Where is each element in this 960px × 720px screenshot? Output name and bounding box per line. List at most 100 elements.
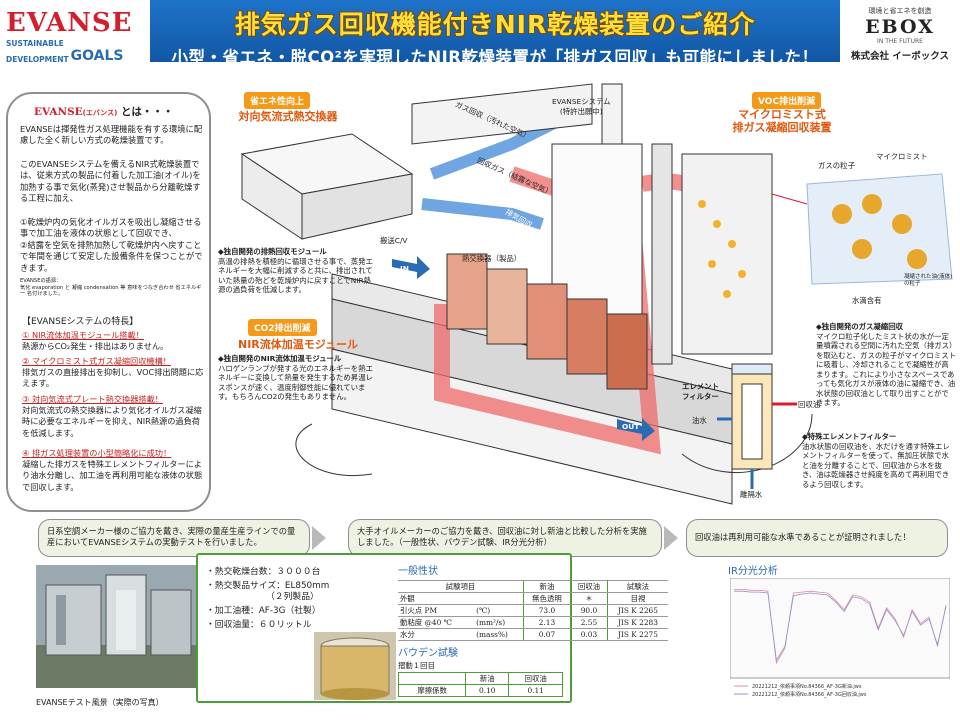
features-title: 【EVANSEシステムの特長】 xyxy=(22,317,139,327)
intro-heading: EVANSE(エバンス) とは・・・ xyxy=(34,104,173,119)
voc-reduction-tag: VOC排出削減 xyxy=(752,92,822,109)
table-cell: (mm²/s) xyxy=(474,616,524,629)
table-header-row: 試験項目 新油 回収油 試験法 xyxy=(398,580,668,593)
table-cell: 水分 xyxy=(398,628,475,641)
evanse-intro-panel: EVANSE(エバンス) とは・・・ EVANSEは揮発性ガス処理機能を有する環… xyxy=(6,92,211,512)
nir-heating-modules xyxy=(446,253,648,390)
gas-condensation-note-title: ◆独自開発のガス凝縮回収 xyxy=(816,322,903,331)
ir-series-layer xyxy=(734,588,947,665)
element-filter-note-body: 油水状態の回収油を、水だけを通す特殊エレメントフィルターを使って、無加圧状態で水… xyxy=(802,441,950,489)
evanse-logo-text: EVANSE xyxy=(6,8,133,38)
intro-body-1: このEVANSEシステムを備えるNIR式乾燥装置では、従来方式の製品に付着した加… xyxy=(20,159,201,204)
process-step-result: 回収油は再利用可能な水準であることが証明されました！ xyxy=(686,519,948,557)
bauden-test-title: バウデン試験 xyxy=(398,648,458,659)
feature-text: 対向気流式の熱交換器により気化オイルガス凝縮時に必要なエネルギーを抑え、NIR熱… xyxy=(22,405,202,438)
element-filter xyxy=(717,373,797,489)
table-header xyxy=(397,672,467,685)
table-header: 試験法 xyxy=(607,580,668,593)
ir-plot-area xyxy=(730,578,950,679)
oil-sample-jar-icon xyxy=(314,632,396,700)
table-cell: JIS K 2283 xyxy=(607,616,668,629)
feature-item: ② マイクロミスト式ガス凝縮回収機構！ 排気ガスの直接排出を抑制し、VOC排出問… xyxy=(22,356,208,390)
intro-text: EVANSEは揮発性ガス処理機能を有する環境に配慮した全く新しい方式の乾燥装置で… xyxy=(20,124,203,146)
feature-text: 熱源からCO₂発生・排出はありません。 xyxy=(22,341,169,352)
evanse-system-diagram: 省エネ性向上 対向気流式熱交換器 EVANSEシステム (特許出願中) ガス回収… xyxy=(212,64,960,520)
heat-exchanger-unit xyxy=(240,133,414,240)
nir-module-note-body: ハロゲンランプが発する光のエネルギーを熱エネルギーに変換して熱量を発生するため昇… xyxy=(218,363,373,402)
table-cell: 引火点 PM xyxy=(398,604,475,617)
feature-title: ③ 対向気流式プレート熱交換器搭載！ xyxy=(22,394,163,404)
table-cell: 0.03 xyxy=(569,628,608,641)
conveyor-label: 搬送C/V xyxy=(380,236,408,245)
table-header: 新油 xyxy=(522,580,571,593)
heat-recovery-note: ◆独自開発の排熱回収モジュール 高温の排熱を積極的に循環させる事で、蒸発エネルギ… xyxy=(218,247,378,295)
table-cell: ＊ xyxy=(569,592,608,605)
table-row: 摩擦係数 0.10 0.11 xyxy=(397,684,563,697)
intro-body-3: ②結露を空気を排熱加熱して乾燥炉内へ戻すことで年間を通じて安定した設備条件を保つ… xyxy=(20,240,203,273)
table-cell: (mass%) xyxy=(474,628,524,641)
intro-heading-kana: (エバンス) xyxy=(82,109,118,117)
element-filter-note: ◆特殊エレメントフィルター 油水状態の回収油を、水だけを通す特殊エレメントフィル… xyxy=(802,432,952,489)
table-cell: JIS K 2275 xyxy=(607,628,668,641)
table-cell: 動粘度 @40 ℃ xyxy=(398,616,475,629)
ir-legend-2: 20221212_依頼事項No.84366_AF-3G回収油.jws xyxy=(752,691,867,698)
table-cell: 摩擦係数 xyxy=(397,684,467,697)
micromist-title: マイクロミスト式 排ガス凝縮回収装置 xyxy=(732,108,832,134)
evanse-system-label: EVANSEシステム (特許出願中) xyxy=(552,97,611,116)
heat-exchanger-title: 対向気流式熱交換器 xyxy=(238,110,338,123)
feature-title: ④ 排ガス処理装置の小型簡略化に成功！ xyxy=(22,448,172,458)
table-header: 回収油 xyxy=(569,580,608,593)
table-row: 外観 無色透明 ＊ 目視 xyxy=(398,592,668,605)
drain-water-label: 離隔水 xyxy=(740,490,763,499)
sdgs-row: DEVELOPMENT GOALS xyxy=(6,48,146,64)
feature-text: 凝縮した排ガスを特殊エレメントフィルターにより油水分離し、加工油を再利用可能な液… xyxy=(22,459,203,492)
table-cell: JIS K 2265 xyxy=(607,604,668,617)
sdgs-line1: SUSTAINABLE xyxy=(6,39,64,48)
table-cell xyxy=(474,592,524,605)
system-illustration xyxy=(240,83,953,505)
feature-item: ① NIR流体加温モジュール搭載！ 熱源からCO₂発生・排出はありません。 xyxy=(22,330,208,352)
table-header: 新油 xyxy=(465,672,510,685)
droplet-label: 水滴含有 xyxy=(852,296,882,305)
condensed-oil-label: 凝縮された油(液体)の粒子 xyxy=(904,274,953,287)
page-subtitle: 小型・省エネ・脱CO²を実現したNIR乾燥装置が「排ガス回収」も可能にしました！ xyxy=(171,48,819,67)
table-cell: 0.07 xyxy=(522,628,571,641)
test-specs: ・熱交乾燥台数：３０００台 ・熱交製品サイズ：EL850mm （２列製品） ・加… xyxy=(206,565,329,632)
ebox-tagline: 環境と省エネを創造 xyxy=(868,7,932,15)
table-row: 動粘度 @40 ℃ (mm²/s) 2.13 2.55 JIS K 2283 xyxy=(398,616,668,629)
ir-spectrum-chart: 20221212_依頼事項No.84366_AF-3G新油.jws 202212… xyxy=(730,578,950,698)
sdgs-goals: GOALS xyxy=(70,48,124,64)
spec-item: （２列製品） xyxy=(266,592,319,602)
conveyor-in-label: IN xyxy=(400,264,409,273)
table-cell: (℃) xyxy=(474,604,524,617)
element-filter-label: エレメント フィルター xyxy=(682,382,719,401)
evanse-system-patent: (特許出願中) xyxy=(559,106,603,116)
ebox-future-text: IN THE FUTURE xyxy=(877,38,923,45)
ebox-logo: 環境と省エネを創造 EBOX IN THE FUTURE 株式会社 イーボックス xyxy=(844,6,956,62)
company-name: 株式会社 イーボックス xyxy=(850,51,950,62)
table-cell: 0.11 xyxy=(508,684,563,697)
table-header-row: 新油 回収油 xyxy=(397,672,563,685)
bauden-test-subtitle: 摺動１回目 xyxy=(398,661,435,670)
heat-exchanger-product-label: 熱交換器（製品） xyxy=(462,254,522,263)
spec-item: ・熱交乾燥台数：３０００台 xyxy=(206,567,321,577)
table-row: 水分 (mass%) 0.07 0.03 JIS K 2275 xyxy=(398,628,668,641)
process-step-analysis: 大手オイルメーカーのご協力を戴き、回収油に対し新油と比較した分析を実施しました。… xyxy=(348,519,662,557)
table-cell: 外観 xyxy=(398,592,475,605)
heat-recovery-note-title: ◆独自開発の排熱回収モジュール xyxy=(218,247,327,256)
factory-photo-illustration xyxy=(36,565,196,688)
table-cell: 90.0 xyxy=(569,604,608,617)
table-cell: 2.55 xyxy=(569,616,608,629)
nir-module-title: NIR流体加温モジュール xyxy=(238,338,358,351)
table-cell: 無色透明 xyxy=(522,592,571,605)
table-cell: 0.10 xyxy=(465,684,510,697)
feature-item: ③ 対向気流式プレート熱交換器搭載！ 対向気流式の熱交換器により気化オイルガス凝… xyxy=(22,394,208,439)
recovered-oil-label: 回収油 xyxy=(798,400,821,409)
gas-condensation-note: ◆独自開発のガス凝縮回収 マイクロ粒子化したミスト状の水が一定量噴霧される空間に… xyxy=(816,322,956,408)
intro-body-2: ①乾燥炉内の気化オイルガスを吸出し凝縮させる事で加工油を液体の状態として回収でき… xyxy=(20,217,202,239)
process-arrow-1 xyxy=(312,526,326,550)
gas-condensation-note-body: マイクロ粒子化したミスト状の水が一定量噴霧される空間に汚れた空気（排ガス）を取込… xyxy=(816,331,956,408)
intro-footnote: EVANSEの語源： 気化 evaporation と 凝縮 condensat… xyxy=(20,278,202,297)
oil-water-label: 油水 xyxy=(692,416,707,425)
general-properties-title: 一般性状 xyxy=(398,566,438,577)
